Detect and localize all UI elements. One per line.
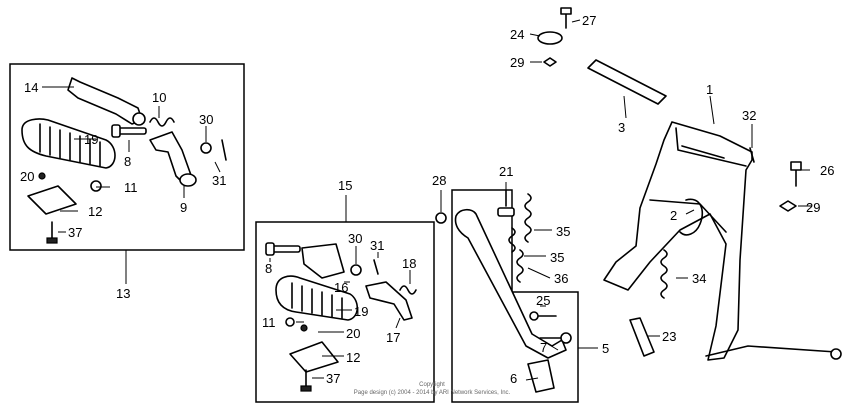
bolt-21-part: [497, 189, 515, 217]
washer-30a-part: [200, 142, 212, 154]
footpeg-rubber-b-part: [275, 275, 359, 321]
callout-28: 28: [432, 173, 446, 188]
callout-15: 15: [338, 178, 352, 193]
callout-12a: 12: [88, 204, 102, 219]
callout-27: 27: [582, 13, 596, 28]
callout-13: 13: [116, 286, 130, 301]
pedal-7-part: [539, 332, 572, 344]
callout-19b: 19: [354, 304, 368, 319]
callout-8b: 8: [265, 261, 272, 276]
callout-8a: 8: [124, 154, 131, 169]
callout-24: 24: [510, 27, 524, 42]
nut-29b-part: [779, 200, 797, 212]
center-group-leaders: [269, 195, 411, 379]
callout-32: 32: [742, 108, 756, 123]
pin-20a-part: [38, 172, 46, 180]
nut-29a-part: [543, 57, 557, 67]
bolt-8b-part: [265, 242, 301, 256]
spring-35b-part: [508, 227, 516, 253]
callout-37b: 37: [326, 371, 340, 386]
rubber-23-part: [629, 317, 655, 357]
bolt-26-part: [790, 161, 802, 187]
callout-34: 34: [692, 271, 706, 286]
callout-1: 1: [706, 82, 713, 97]
callout-30a: 30: [199, 112, 213, 127]
callout-10: 10: [152, 90, 166, 105]
plate-24-part: [537, 31, 563, 45]
callout-29a: 29: [510, 55, 524, 70]
callout-11a: 11: [124, 180, 138, 195]
callout-3: 3: [618, 120, 625, 135]
callout-9: 9: [180, 200, 187, 215]
footpeg-rubber-part: [21, 118, 116, 169]
cotter-32-part: [749, 147, 755, 163]
callout-29b: 29: [806, 200, 820, 215]
spring-34-part: [660, 249, 668, 299]
pin-20b-part: [300, 324, 308, 332]
callout-6: 6: [510, 371, 517, 386]
plate-12b-part: [289, 341, 339, 373]
callout-21: 21: [499, 164, 513, 179]
callout-35b: 35: [550, 250, 564, 265]
collar-11b-part: [285, 317, 295, 327]
plate-12a-part: [27, 185, 77, 215]
side-stand-group-box: [451, 189, 579, 403]
spring-10-part: [149, 117, 175, 127]
copyright-line-1: Copyright: [419, 382, 445, 388]
bolt-8a-part: [111, 124, 147, 138]
bolt-37b-part: [300, 369, 312, 392]
cotter-pin-31a-part: [221, 139, 227, 161]
clip-2-part: [679, 198, 704, 236]
side-stand-part: [454, 208, 567, 359]
side-stand-leaders: [440, 182, 559, 381]
callout-25: 25: [536, 293, 550, 308]
callout-18: 18: [402, 256, 416, 271]
bracket-6-part: [527, 359, 555, 393]
callout-19a: 19: [84, 132, 98, 147]
left-group-box: [9, 63, 245, 251]
pivot-shaft-3-part: [587, 59, 667, 105]
main-stand-leaders: [529, 19, 812, 337]
callout-20a: 20: [20, 169, 34, 184]
callout-37a: 37: [68, 225, 82, 240]
callout-23: 23: [662, 329, 676, 344]
spring-36-part: [516, 249, 524, 283]
bolt-27-part: [560, 7, 572, 29]
callout-labels: 1 2 3 5 6 7 8 8 9 10 11 11 12 12 13 14 1…: [20, 13, 834, 386]
callout-14: 14: [24, 80, 38, 95]
bolt-37a-part: [46, 221, 58, 244]
center-group-box: [255, 221, 435, 403]
callout-11b: 11: [262, 315, 276, 330]
callout-17: 17: [386, 330, 400, 345]
step-bar-part: [67, 77, 146, 126]
footpeg-bracket-part: [149, 131, 197, 187]
washer-28-part: [435, 212, 447, 224]
callout-30b: 30: [348, 231, 362, 246]
callout-35a: 35: [556, 224, 570, 239]
callout-16: 16: [334, 280, 348, 295]
footpeg-arm-part: [365, 281, 413, 321]
left-group-leaders: [42, 86, 221, 284]
callout-36: 36: [554, 271, 568, 286]
spring-35a-part: [524, 193, 532, 243]
callout-26: 26: [820, 163, 834, 178]
callout-12b: 12: [346, 350, 360, 365]
footpeg-holder-part: [301, 243, 345, 279]
callout-2: 2: [670, 208, 677, 223]
callout-20b: 20: [346, 326, 360, 341]
collar-11a-part: [90, 180, 102, 192]
cotter-pin-31b-part: [373, 259, 379, 275]
callout-31a: 31: [212, 173, 226, 188]
washer-30b-part: [350, 264, 362, 276]
callout-5: 5: [602, 341, 609, 356]
callout-31b: 31: [370, 238, 384, 253]
copyright-line-2: Page design (c) 2004 - 2014 by ARI Netwo…: [354, 390, 511, 396]
callout-7: 7: [540, 340, 547, 355]
spring-18-part: [399, 285, 417, 295]
bolt-25-part: [529, 311, 557, 321]
